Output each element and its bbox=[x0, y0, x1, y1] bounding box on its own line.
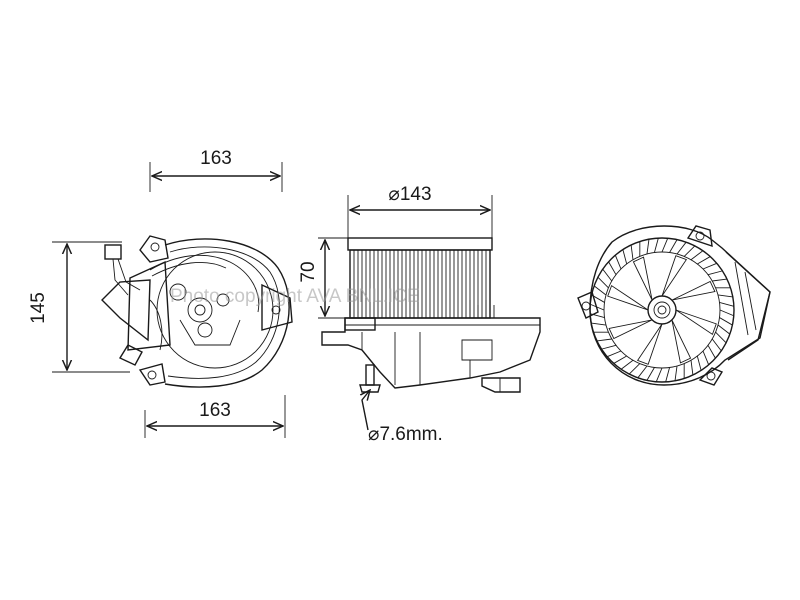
outer-fin bbox=[717, 324, 731, 335]
side-diameter-dimension: ⌀143 bbox=[347, 184, 493, 240]
outer-fin bbox=[620, 359, 634, 370]
outer-fin bbox=[697, 256, 711, 265]
outer-fin bbox=[674, 365, 678, 381]
back-view bbox=[577, 225, 771, 386]
outer-fin bbox=[707, 270, 723, 276]
front-height-dimension: 145 bbox=[28, 241, 130, 373]
watermark-text: Photo copyright AVA BNL.ICE bbox=[170, 286, 420, 307]
outer-fin bbox=[646, 239, 650, 255]
outer-fin bbox=[601, 344, 617, 350]
outer-fin bbox=[696, 355, 702, 371]
front-width-bottom-label: 163 bbox=[199, 400, 231, 421]
outer-fin bbox=[608, 261, 617, 275]
fan-blade bbox=[671, 319, 692, 364]
outer-fin bbox=[717, 294, 733, 298]
outer-fin bbox=[690, 360, 694, 376]
outer-fin bbox=[676, 241, 687, 255]
outer-fin bbox=[630, 244, 634, 260]
outer-fin bbox=[628, 363, 641, 375]
fan-blade bbox=[671, 280, 716, 301]
fan-blade bbox=[607, 284, 649, 311]
outer-fin bbox=[607, 350, 622, 358]
front-width-top-label: 163 bbox=[200, 148, 232, 169]
outer-fin bbox=[702, 262, 717, 270]
front-view: 163 145 163 bbox=[28, 148, 293, 438]
outer-fin bbox=[683, 245, 696, 257]
fan-blade bbox=[632, 256, 653, 301]
outer-fin bbox=[653, 237, 659, 253]
outer-fin bbox=[715, 331, 727, 344]
outer-fin bbox=[669, 239, 678, 253]
side-view: ⌀143 70 bbox=[298, 184, 541, 445]
outer-fin bbox=[596, 338, 612, 342]
shaft-diameter-label: ⌀7.6mm. bbox=[368, 424, 443, 445]
outer-fin bbox=[637, 365, 648, 379]
outer-fin bbox=[614, 255, 622, 270]
outer-fin bbox=[702, 350, 710, 365]
side-diameter-label: ⌀143 bbox=[388, 184, 431, 205]
outer-fin bbox=[707, 345, 716, 359]
outer-fin bbox=[655, 367, 663, 382]
outer-fin bbox=[661, 238, 669, 253]
front-width-top-dimension: 163 bbox=[149, 148, 283, 192]
front-housing bbox=[101, 235, 293, 388]
outer-fin bbox=[719, 317, 733, 326]
outer-fin bbox=[622, 249, 628, 265]
fan-blade bbox=[661, 255, 688, 297]
side-height-label: 70 bbox=[298, 261, 319, 282]
fan-blade bbox=[675, 309, 717, 336]
outer-fin bbox=[712, 278, 728, 282]
shaft-diameter-dimension: ⌀7.6mm. bbox=[362, 390, 443, 445]
front-width-bottom-dimension: 163 bbox=[144, 395, 286, 438]
fan-blade bbox=[608, 319, 653, 340]
outer-fin bbox=[591, 322, 607, 326]
outer-fin bbox=[597, 276, 609, 289]
outer-fin bbox=[602, 268, 613, 282]
side-housing bbox=[321, 300, 541, 393]
outer-fin bbox=[593, 285, 607, 296]
outer-fin bbox=[719, 301, 735, 307]
outer-fin bbox=[613, 355, 627, 364]
outer-fin bbox=[646, 367, 655, 381]
outer-fin bbox=[711, 338, 722, 352]
side-height-dimension: 70 bbox=[298, 237, 350, 319]
outer-fin bbox=[719, 309, 734, 317]
outer-fin bbox=[665, 367, 671, 383]
outer-fin bbox=[690, 250, 704, 261]
front-height-label: 145 bbox=[28, 292, 49, 324]
fan-blade bbox=[636, 323, 663, 365]
